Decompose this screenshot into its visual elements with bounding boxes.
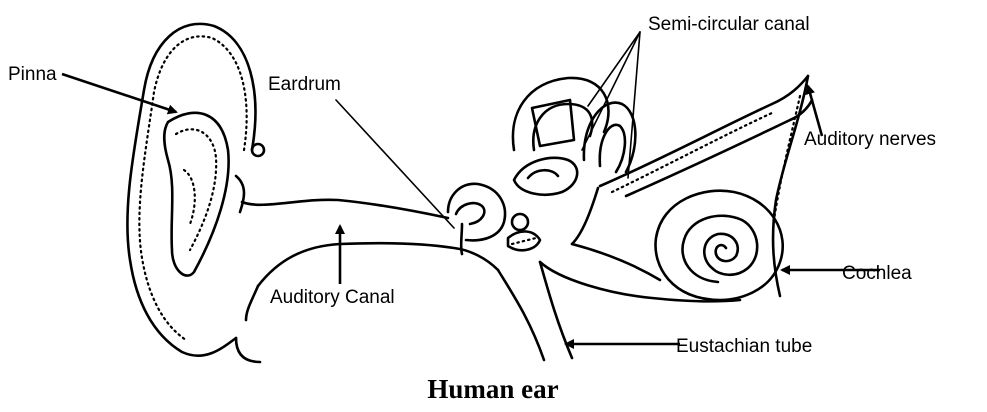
cochlea-drawing — [656, 191, 783, 300]
middle-ear-drawing — [448, 184, 540, 254]
label-semicircular-canal: Semi-circular canal — [648, 14, 810, 35]
label-pinna: Pinna — [8, 64, 57, 85]
label-eustachian-tube: Eustachian tube — [676, 336, 812, 357]
label-cochlea: Cochlea — [842, 263, 912, 284]
diagram-caption: Human ear — [427, 374, 558, 404]
label-auditory-nerves: Auditory nerves — [804, 129, 936, 150]
eustachian-tube-drawing — [498, 262, 572, 360]
label-auditory-canal: Auditory Canal — [270, 287, 395, 308]
label-eardrum: Eardrum — [268, 74, 341, 95]
pinna-drawing — [127, 24, 264, 362]
inner-ear-walls — [540, 188, 740, 301]
annotation-arrows — [62, 32, 880, 344]
